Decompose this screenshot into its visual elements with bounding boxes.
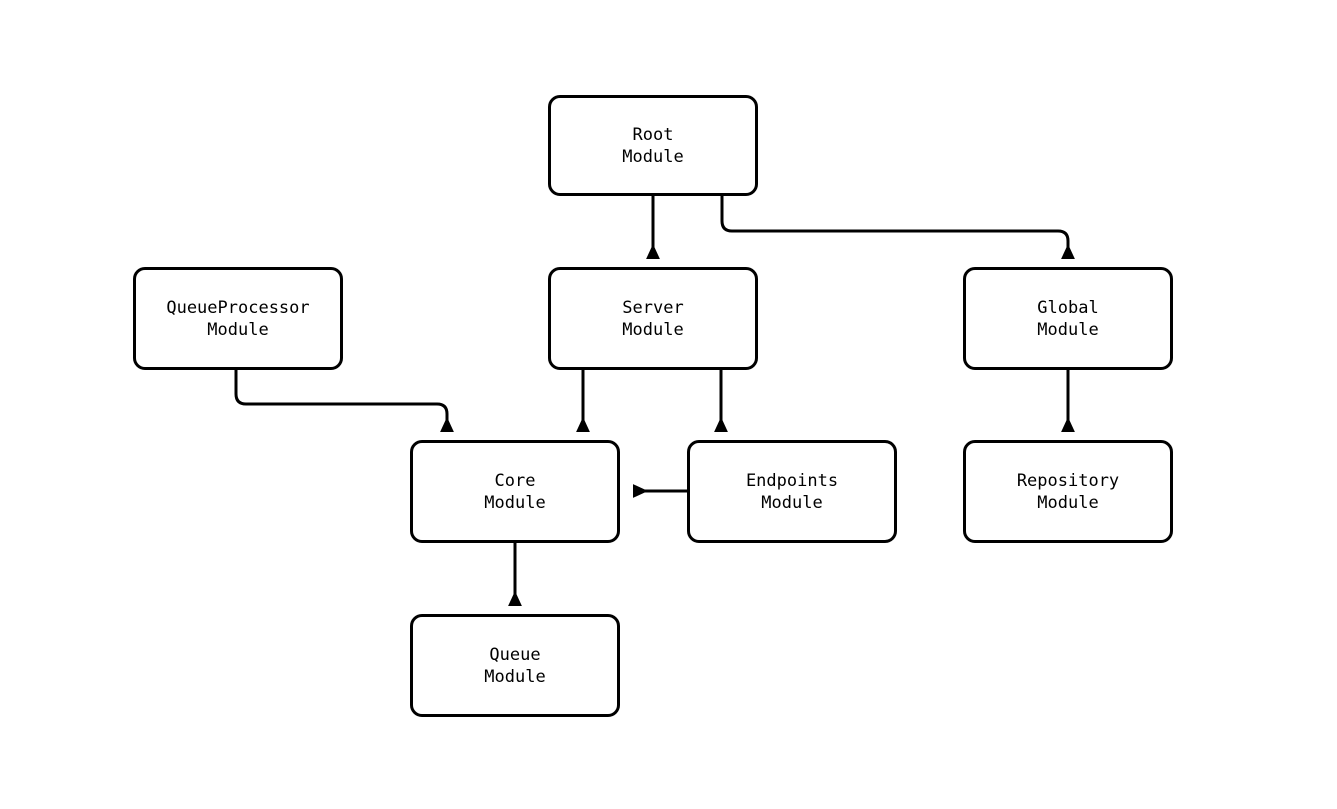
- node-endpoints[interactable]: Endpoints Module: [687, 440, 897, 543]
- node-core[interactable]: Core Module: [410, 440, 620, 543]
- node-root[interactable]: Root Module: [548, 95, 758, 196]
- node-global[interactable]: Global Module: [963, 267, 1173, 370]
- node-root-label: Root Module: [622, 124, 684, 167]
- node-server-label: Server Module: [622, 297, 684, 340]
- node-queueprocessor[interactable]: QueueProcessor Module: [133, 267, 343, 370]
- node-endpoints-label: Endpoints Module: [745, 470, 839, 513]
- node-queue-label: Queue Module: [484, 644, 546, 687]
- node-repository[interactable]: Repository Module: [963, 440, 1173, 543]
- node-repository-label: Repository Module: [1016, 470, 1120, 513]
- node-core-label: Core Module: [484, 470, 546, 513]
- node-server[interactable]: Server Module: [548, 267, 758, 370]
- node-queueprocessor-label: QueueProcessor Module: [166, 297, 310, 340]
- node-global-label: Global Module: [1037, 297, 1099, 340]
- edge-root-to-global: [720, 196, 1075, 259]
- node-queue[interactable]: Queue Module: [410, 614, 620, 717]
- edge-queueprocessor-to-core: [234, 370, 454, 432]
